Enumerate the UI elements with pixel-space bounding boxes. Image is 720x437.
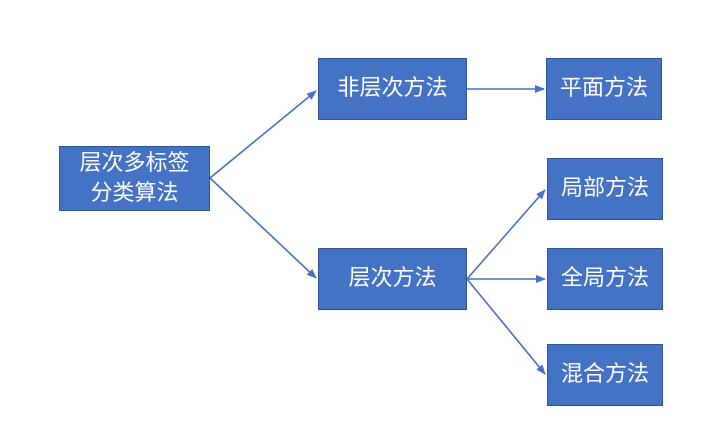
- edge-root-to-hierarchical: [209, 177, 317, 279]
- node-local-methods: 局部方法: [547, 158, 663, 220]
- node-global-methods: 全局方法: [547, 248, 663, 310]
- edge-root-to-flat: [209, 90, 317, 179]
- node-mixed-methods: 混合方法: [547, 344, 663, 406]
- node-root: 层次多标签 分类算法: [59, 146, 210, 211]
- node-root-line1: 层次多标签: [79, 150, 190, 176]
- node-plane-methods: 平面方法: [546, 58, 662, 120]
- node-root-line2: 分类算法: [90, 180, 179, 206]
- edge-hierarchical-to-local: [466, 189, 546, 280]
- node-hierarchical-methods: 层次方法: [318, 248, 467, 310]
- edge-hierarchical-to-mixed: [466, 278, 546, 375]
- node-flat-methods: 非层次方法: [318, 58, 467, 120]
